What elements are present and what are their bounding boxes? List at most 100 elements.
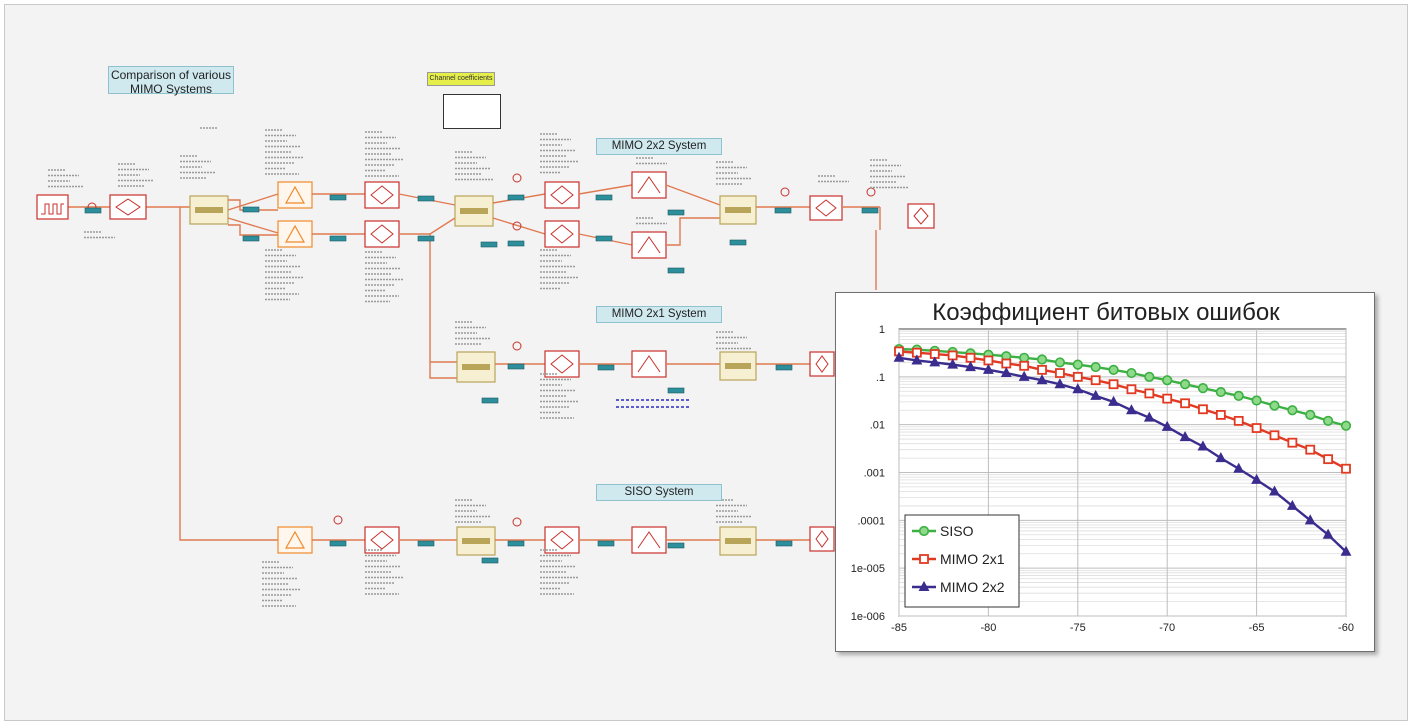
mimo-2x2-system-label: MIMO 2x2 System [596,138,722,155]
data-point [1251,473,1263,484]
probe-meter [667,267,685,274]
data-point [1000,366,1012,378]
channel-icon [637,531,661,549]
data-point [1055,368,1065,378]
data-point [1126,384,1137,395]
legend-label: MIMO 2x1 [940,551,1005,567]
data-point [1108,379,1119,390]
y-tick-label: 1 [879,324,885,336]
legend-label: SISO [940,523,974,539]
node [512,341,522,351]
data-point [1037,364,1047,375]
signal-wire [179,207,280,541]
data-point [947,358,959,369]
data-point [1036,354,1048,365]
probe-meter [507,363,525,370]
probe-meter [480,241,498,248]
y-tick-label: .001 [864,468,885,480]
channel-coefficients-box [443,94,501,129]
pulse-icon [41,203,64,215]
probe-meter [242,235,260,242]
channel-block [631,526,667,554]
data-point [1179,431,1191,442]
filter-icon [815,199,837,217]
data-point [1197,440,1209,451]
alamouti-block-label [725,538,751,544]
legend-item: SISO [912,523,974,539]
mimo-2x1-system-label: MIMO 2x1 System [596,306,722,323]
data-point [1001,358,1012,369]
probe-meter [774,207,792,214]
amplifier-block [277,181,313,209]
probe-meter [595,235,613,242]
diagram-title: Comparison of various MIMO Systems [108,66,234,96]
data-point [1090,361,1101,373]
data-point [918,580,930,591]
node [512,221,522,231]
y-tick-label: 1e-005 [851,563,885,575]
chart-title: Коэффициент битовых ошибок [932,299,1280,326]
channel-icon [637,355,661,373]
probe-meter [667,387,685,394]
probe-meter [417,195,435,202]
filter-icon [115,198,141,216]
data-point [1126,367,1137,379]
data-point [1090,389,1102,400]
probe-meter [597,364,615,371]
probe-meter [329,235,347,242]
data-point [1018,370,1030,381]
data-point [1340,420,1352,431]
legend-label: MIMO 2x2 [940,579,1005,595]
alamouti-block-label [462,364,490,370]
data-point [1161,420,1173,431]
data-point [1305,444,1316,455]
data-point [982,363,994,374]
data-point [1126,404,1137,415]
legend-item: MIMO 2x2 [912,579,1005,595]
data-point [1019,360,1030,371]
data-point [1215,410,1226,420]
probe-meter [417,235,435,242]
filter-icon [370,224,394,244]
probe-meter [481,557,499,564]
filter-icon [370,185,394,205]
y-tick-label: 1e-006 [851,611,885,623]
probe-meter [667,209,685,216]
data-point [918,525,930,537]
data-point [1144,388,1155,399]
data-point [1340,545,1352,556]
data-point [1251,423,1262,433]
signal-wire [666,217,720,246]
probe-meter [84,207,102,214]
data-point [1215,452,1227,463]
data-point [1108,364,1119,375]
channel-block [631,350,667,378]
filter-icon [550,185,574,205]
signal-wire [227,193,279,211]
data-point [893,351,905,362]
node [512,517,522,527]
amplifier-icon [284,185,306,204]
x-tick-label: -85 [891,622,907,634]
signal-wire [578,184,633,195]
signal-wire [228,224,278,236]
data-point [1036,374,1048,385]
data-point [1323,415,1334,426]
node [780,187,790,197]
y-tick-label: .0001 [857,515,885,527]
series-mimo-2x2 [893,351,1352,556]
data-point [929,356,941,367]
channel-block [631,231,667,259]
data-point [1108,395,1119,406]
probe-meter [775,364,793,371]
ber-chart: Коэффициент битовых ошибок-85-80-75-70-6… [851,299,1354,634]
data-point [1286,499,1298,510]
data-point [1072,371,1083,382]
signal-wire [399,233,457,379]
channel-icon [637,236,661,254]
signal-wire [227,217,279,234]
probe-meter [329,540,347,547]
probe-meter [775,540,793,547]
data-point [1269,430,1280,441]
